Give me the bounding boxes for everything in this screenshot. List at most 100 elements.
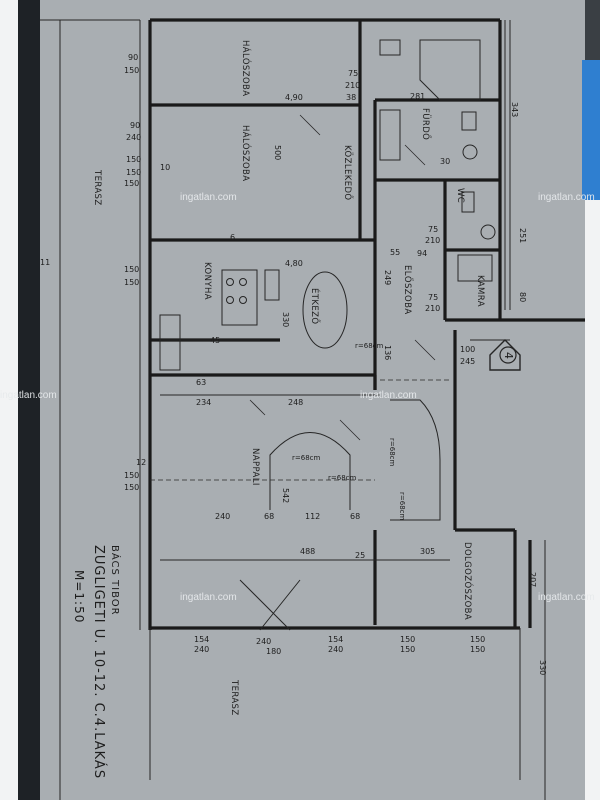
watermark: ingatlan.com — [360, 390, 417, 401]
dim: 210 — [425, 304, 440, 313]
watermark: ingatlan.com — [180, 592, 237, 603]
room-kozlekedo: KÖZLEKEDŐ — [342, 145, 353, 201]
title-block: BÁCS TIBOR ZUGLIGETI U. 10-12. C.4.LAKÁS… — [72, 545, 122, 779]
room-terasz-left: TERASZ — [92, 169, 102, 206]
dim: 150 — [124, 179, 139, 188]
title-scale: M=1:50 — [72, 570, 86, 623]
room-terasz-bottom: TERASZ — [229, 679, 239, 716]
left-paper-edge — [0, 0, 20, 800]
dim: 150 — [124, 471, 139, 480]
dim: 68 — [350, 512, 360, 521]
dim: 150 — [470, 645, 485, 654]
unit-marker: 4 — [489, 339, 521, 371]
watermark: ingatlan.com — [180, 192, 237, 203]
dim: 75 — [348, 69, 358, 78]
dim: 542 — [281, 488, 290, 503]
dim: 68 — [264, 512, 274, 521]
dim: 488 — [300, 547, 315, 556]
dim: 240 — [328, 645, 343, 654]
dim: 240 — [215, 512, 230, 521]
room-furdo: FÜRDŐ — [420, 108, 431, 140]
dim: 94 — [417, 249, 427, 258]
watermarks: ingatlan.com ingatlan.com ingatlan.com i… — [0, 192, 595, 603]
dim: 10 — [160, 163, 170, 172]
dim: 90 — [128, 53, 138, 62]
watermark: ingatlan.com — [0, 390, 57, 401]
dim: 249 — [383, 270, 392, 285]
dim: 210 — [425, 236, 440, 245]
room-wc: WC — [455, 188, 465, 203]
room-dolgozoszoba: DOLGOZÓSZOBA — [462, 542, 474, 620]
unit-marker-number: 4 — [502, 352, 515, 359]
dimension-labels: 90 150 90 240 150 150 10 150 150 150 12 … — [40, 53, 547, 675]
dark-band — [18, 0, 42, 800]
dim: 150 — [126, 168, 141, 177]
dim: 281 — [410, 92, 425, 101]
dim: 248 — [288, 398, 303, 407]
dim: 150 — [124, 66, 139, 75]
room-etkezo: ÉTKEZŐ — [309, 288, 321, 324]
blueprint-sheet — [40, 0, 585, 800]
room-konyha: KONYHA — [202, 262, 212, 300]
dim: 343 — [510, 102, 519, 117]
dim: 150 — [124, 278, 139, 287]
dim: 112 — [305, 512, 320, 521]
room-haloszoba-1: HÁLÓSZOBA — [240, 40, 252, 96]
dim: 136 — [383, 345, 392, 360]
dim: 150 — [126, 155, 141, 164]
dim: 25 — [355, 551, 365, 560]
room-eloszoba: ELŐSZOBA — [402, 265, 413, 315]
room-haloszoba-2: HÁLÓSZOBA — [240, 125, 252, 181]
dim: 240 — [126, 133, 141, 142]
room-nappali: NAPPALI — [250, 448, 260, 486]
dim-radius: r=68cm — [292, 454, 320, 462]
dim: 251 — [518, 228, 527, 243]
dim: 4,90 — [285, 93, 303, 102]
dim: 154 — [194, 635, 209, 644]
dim: 12 — [136, 458, 146, 467]
dim: 245 — [460, 357, 475, 366]
dim: 6 — [230, 233, 235, 242]
dim: 240 — [194, 645, 209, 654]
dim: 180 — [266, 647, 281, 656]
dim: 90 — [130, 121, 140, 130]
dim: 330 — [538, 660, 547, 675]
detail-lines — [40, 19, 546, 800]
title-address: ZUGLIGETI U. 10-12. C.4.LAKÁS — [91, 545, 107, 779]
watermark: ingatlan.com — [538, 592, 595, 603]
dim-radius: r=68cm — [328, 474, 356, 482]
dim: 330 — [281, 312, 290, 327]
dim: 11 — [40, 258, 50, 267]
dim: 75 — [428, 293, 438, 302]
dim: 55 — [390, 248, 400, 257]
dim: 305 — [420, 547, 435, 556]
room-kamra: KAMRA — [475, 275, 485, 307]
dim: 63 — [196, 378, 206, 387]
dim: 150 — [124, 265, 139, 274]
dim: 45 — [210, 336, 220, 345]
dim: 30 — [440, 157, 450, 166]
dim: 240 — [256, 637, 271, 646]
right-blue-edge — [582, 60, 600, 200]
dim: 150 — [470, 635, 485, 644]
dim: 150 — [400, 645, 415, 654]
dim: 207 — [528, 572, 537, 587]
dim: 80 — [518, 292, 527, 302]
dim: 4,80 — [285, 259, 303, 268]
dim-radius: r=68cm — [388, 438, 396, 466]
watermark: ingatlan.com — [538, 192, 595, 203]
dim: 150 — [124, 483, 139, 492]
dim: 210 — [345, 81, 360, 90]
title-architect: BÁCS TIBOR — [109, 545, 122, 616]
dim-radius: r=68cm — [398, 492, 406, 520]
dim: 154 — [328, 635, 343, 644]
dim-radius: r=68cm — [355, 342, 383, 350]
dim: 234 — [196, 398, 211, 407]
dim: 150 — [400, 635, 415, 644]
dim: 75 — [428, 225, 438, 234]
dim: 500 — [273, 145, 282, 160]
dim: 100 — [460, 345, 475, 354]
right-light-edge — [585, 200, 600, 800]
room-labels: HÁLÓSZOBA HÁLÓSZOBA KÖZLEKEDŐ FÜRDŐ WC K… — [92, 40, 485, 716]
